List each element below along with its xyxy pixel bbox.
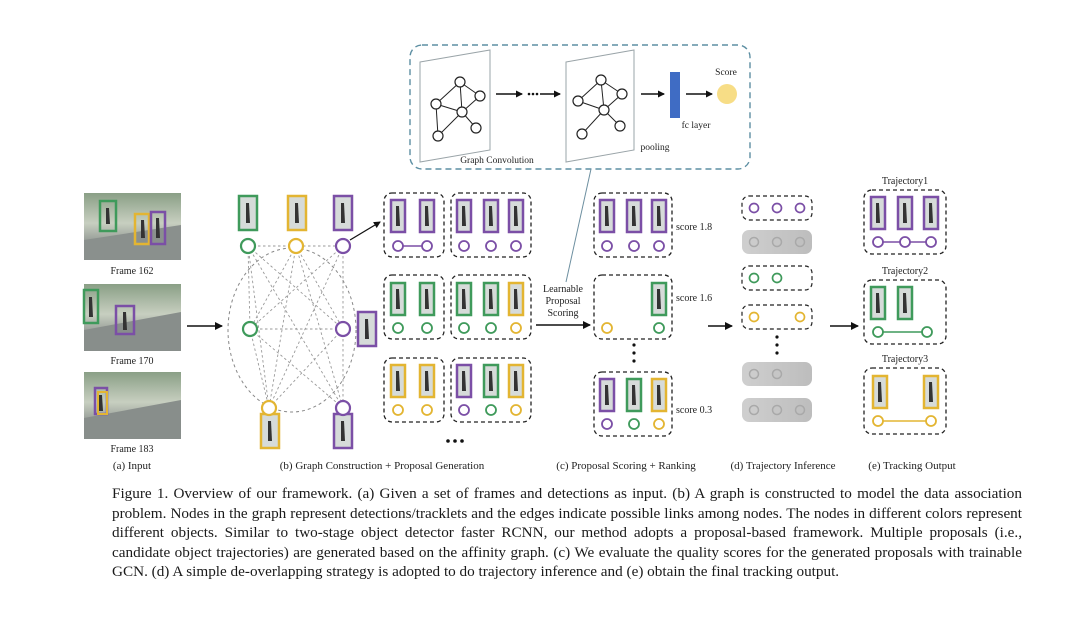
graph-node-green-2 [241,320,259,338]
scored-proposals [593,192,673,437]
proposal-column-1 [383,192,445,423]
affinity-graph [227,194,378,450]
graph-node-purple-2 [334,320,352,338]
gcn-inset [409,44,751,283]
learnable-label-1: Learnable [543,284,584,295]
score-label: Score [715,68,737,78]
graph-node-purple-1 [334,237,352,255]
arrow-graph-to-proposals [349,221,381,241]
learnable-label-2: Proposal [546,296,581,307]
score-value-1: score 1.8 [676,222,712,233]
stage-label-inference: (d) Trajectory Inference [730,460,835,472]
input-frames: Frame 162 Frame 170 Frame 183 [82,193,181,455]
proposal-ellipsis [446,439,464,443]
graph-node-purple-3 [334,399,352,417]
graph-node-green-1 [239,237,257,255]
fc-layer-label: fc layer [682,120,712,131]
frame-170-label: Frame 170 [110,356,153,367]
stage-label-output: (e) Tracking Output [868,460,955,472]
framework-diagram: Frame 162 Frame 170 Frame 183 [82,44,956,472]
graph-node-yellow-1 [287,237,305,255]
fc-layer-bar [670,72,680,118]
trajectory2-label: Trajectory2 [882,266,928,277]
frame-183-label: Frame 183 [110,444,153,455]
frame-162 [84,193,181,260]
frame-162-label: Frame 162 [110,266,153,277]
tracking-output [863,189,947,435]
score-circle [717,84,737,104]
figure-caption: Figure 1. Overview of our framework. (a)… [112,485,1022,581]
trajectory1-label: Trajectory1 [882,176,928,187]
proposal-column-2 [450,192,532,423]
pooling-label: pooling [640,143,669,153]
score-value-2: score 1.6 [676,293,712,304]
graph-convolution-label: Graph Convolution [460,156,534,166]
frame-183 [84,372,181,439]
graph-node-yellow-2 [260,399,278,417]
learnable-label-3: Scoring [547,308,578,319]
trajectory-inference [741,195,813,422]
score-value-3: score 0.3 [676,405,712,416]
stage-label-input: (a) Input [113,460,151,472]
stage-label-graph: (b) Graph Construction + Proposal Genera… [280,460,485,472]
frame-170 [82,284,181,351]
trajectory3-label: Trajectory3 [882,354,928,365]
stage-label-scoring: (c) Proposal Scoring + Ranking [556,460,696,472]
